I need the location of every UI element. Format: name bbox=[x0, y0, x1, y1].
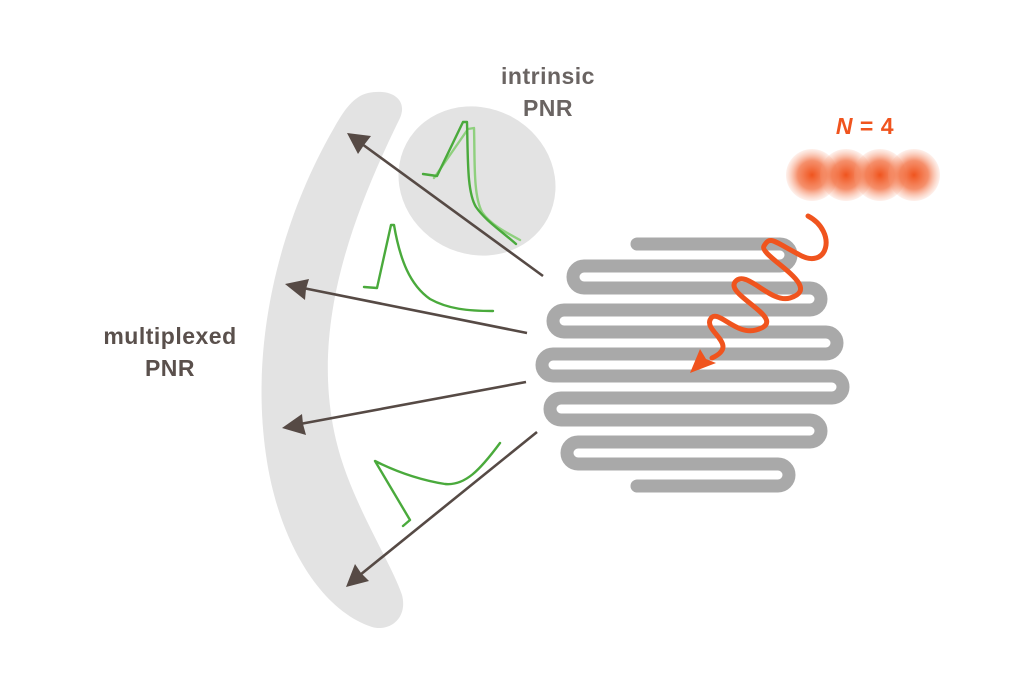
nanowire-meander bbox=[535, 237, 850, 493]
pulse-intrinsic bbox=[421, 120, 518, 246]
multiplexed-label-line2: PNR bbox=[144, 355, 196, 381]
pulse-3 bbox=[373, 441, 502, 528]
intrinsic-label-line2: PNR bbox=[522, 95, 574, 121]
incoming-photon-arrow bbox=[690, 213, 829, 373]
photon-wave bbox=[707, 213, 829, 361]
photon-number-label: N = 4 bbox=[800, 110, 930, 142]
arrow-2 bbox=[285, 279, 528, 335]
pulse-2 bbox=[362, 223, 495, 313]
multiplexed-pnr-label: multiplexed PNR bbox=[70, 320, 270, 384]
intrinsic-pnr-label: intrinsic PNR bbox=[478, 60, 618, 124]
photon-arrowhead bbox=[690, 349, 716, 373]
multiplexed-label-line1: multiplexed bbox=[103, 323, 237, 349]
arrow-4 bbox=[346, 430, 538, 587]
intrinsic-label-line1: intrinsic bbox=[501, 63, 595, 89]
arrow-3 bbox=[282, 380, 527, 435]
output-pulses bbox=[362, 120, 522, 528]
photon-group bbox=[786, 149, 940, 201]
readout-arrows bbox=[282, 133, 544, 587]
intrinsic-region bbox=[398, 106, 556, 256]
photon-blob bbox=[888, 149, 940, 201]
arrow-1 bbox=[347, 133, 544, 278]
pulse-intrinsic-faded bbox=[432, 126, 522, 242]
photon-number-variable: N bbox=[835, 113, 854, 139]
photon-number-value: = 4 bbox=[853, 113, 895, 139]
multiplexed-region bbox=[261, 91, 404, 629]
